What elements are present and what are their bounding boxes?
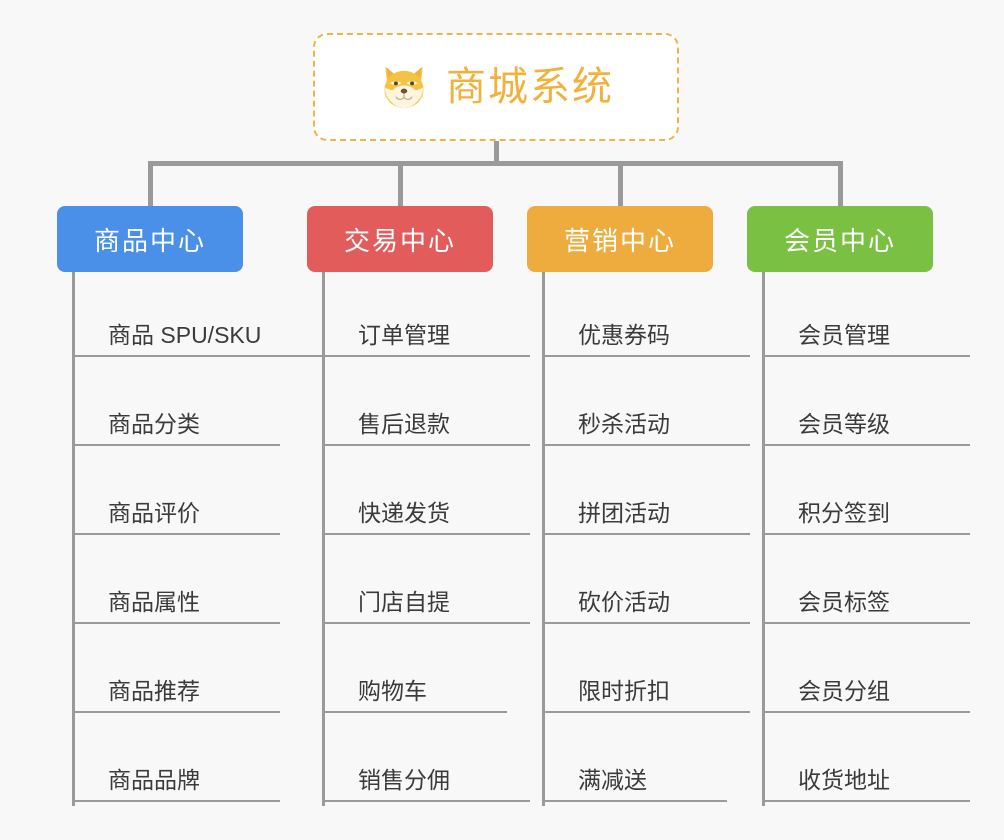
leaf-item[interactable]: 订单管理 [322,272,530,361]
leaf-item-label: 会员分组 [764,678,970,713]
leaf-item-label: 会员管理 [764,322,970,357]
leaf-item-label: 满减送 [544,767,727,802]
leaf-item-label: 优惠券码 [544,322,750,357]
branch-spine [322,272,325,806]
leaf-item[interactable]: 砍价活动 [542,539,750,628]
leaf-item-label: 商品评价 [74,500,280,535]
leaf-item-label: 销售分佣 [324,767,530,802]
connector-horizontal-bus [148,161,840,166]
leaf-item[interactable]: 商品推荐 [72,628,330,717]
leaf-item[interactable]: 商品评价 [72,450,330,539]
branch-spine [542,272,545,806]
category-box-4[interactable]: 会员中心 [747,206,933,272]
branch-column-4: 会员管理会员等级积分签到会员标签会员分组收货地址 [762,272,970,806]
leaf-item-label: 快递发货 [324,500,530,535]
leaf-item-label: 门店自提 [324,589,530,624]
leaf-item-label: 商品 SPU/SKU [74,322,330,357]
connector-drop-3 [618,161,623,206]
leaf-item[interactable]: 会员标签 [762,539,970,628]
leaf-item-label: 限时折扣 [544,678,750,713]
leaf-item-label: 拼团活动 [544,500,750,535]
category-label: 交易中心 [343,225,456,256]
leaf-item[interactable]: 售后退款 [322,361,530,450]
leaf-item-label: 商品品牌 [74,767,280,802]
category-box-1[interactable]: 商品中心 [57,206,243,272]
branch-spine [72,272,75,806]
leaf-item-label: 商品推荐 [74,678,280,713]
connector-drop-1 [148,161,153,206]
leaf-item-label: 会员标签 [764,589,970,624]
branch-column-3: 优惠券码秒杀活动拼团活动砍价活动限时折扣满减送 [542,272,750,806]
leaf-item-label: 会员等级 [764,411,970,446]
shiba-dog-icon [384,66,424,109]
leaf-item-label: 购物车 [324,678,507,713]
leaf-item[interactable]: 购物车 [322,628,530,717]
category-label: 会员中心 [783,225,896,256]
branch-column-2: 订单管理售后退款快递发货门店自提购物车销售分佣 [322,272,530,806]
leaf-item-label: 收货地址 [764,767,970,802]
leaf-item[interactable]: 会员等级 [762,361,970,450]
leaf-item-label: 商品分类 [74,411,280,446]
leaf-item[interactable]: 拼团活动 [542,450,750,539]
connector-root-stem [494,141,499,165]
leaf-item-label: 售后退款 [324,411,530,446]
leaf-item[interactable]: 快递发货 [322,450,530,539]
leaf-item[interactable]: 优惠券码 [542,272,750,361]
leaf-item[interactable]: 商品属性 [72,539,330,628]
connector-drop-4 [838,161,843,206]
leaf-item[interactable]: 销售分佣 [322,717,530,806]
leaf-item[interactable]: 会员管理 [762,272,970,361]
root-title: 商城系统 [446,65,614,109]
leaf-item[interactable]: 会员分组 [762,628,970,717]
branch-column-1: 商品 SPU/SKU 商品分类商品评价商品属性商品推荐商品品牌 [72,272,330,806]
connector-drop-2 [398,161,403,206]
leaf-item-label: 秒杀活动 [544,411,750,446]
category-box-3[interactable]: 营销中心 [527,206,713,272]
leaf-item[interactable]: 商品分类 [72,361,330,450]
category-label: 商品中心 [93,225,206,256]
category-label: 营销中心 [563,225,676,256]
leaf-item[interactable]: 商品 SPU/SKU [72,272,330,361]
leaf-item[interactable]: 收货地址 [762,717,970,806]
leaf-item[interactable]: 秒杀活动 [542,361,750,450]
leaf-item[interactable]: 积分签到 [762,450,970,539]
leaf-item-label: 商品属性 [74,589,280,624]
leaf-item[interactable]: 商品品牌 [72,717,330,806]
category-box-2[interactable]: 交易中心 [307,206,493,272]
leaf-item-label: 订单管理 [324,322,530,357]
leaf-item[interactable]: 门店自提 [322,539,530,628]
root-node[interactable]: 商城系统 [313,33,679,141]
leaf-item-label: 砍价活动 [544,589,750,624]
leaf-item[interactable]: 满减送 [542,717,750,806]
branch-spine [762,272,765,806]
leaf-item[interactable]: 限时折扣 [542,628,750,717]
leaf-item-label: 积分签到 [764,500,970,535]
